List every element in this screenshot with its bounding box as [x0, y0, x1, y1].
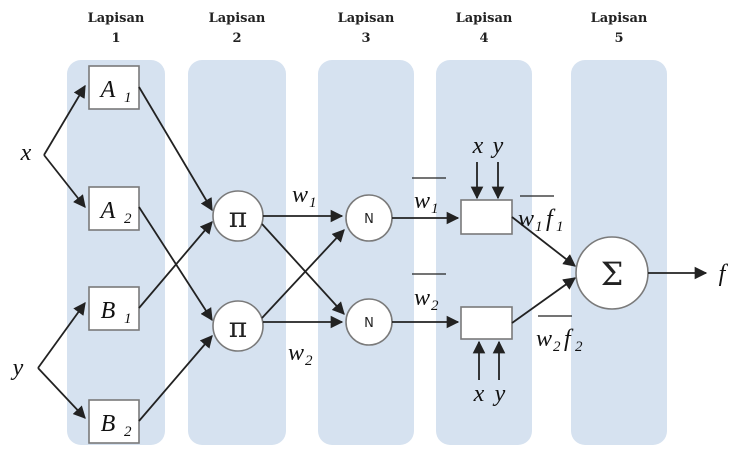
label-w2-sub: 2 [305, 353, 313, 369]
a2-to-pi2-line [138, 206, 213, 322]
y-to-b2-line [37, 367, 86, 419]
layer-1-title-word: Lapisan [88, 11, 145, 26]
node-b1-sub: 1 [124, 311, 132, 327]
node-b1: B 1 [88, 286, 140, 331]
label-wbar1: w 1 [412, 177, 446, 217]
label-xy-bottom-x: x [473, 381, 485, 407]
node-a2-sub: 2 [124, 211, 132, 227]
label-wf1-f: f [546, 206, 556, 232]
node-pi1-symbol: π [229, 201, 247, 234]
layer-3-title-word: Lapisan [338, 11, 395, 26]
label-wbar2-letter: w [414, 285, 430, 311]
pi1-to-n2-line [261, 223, 345, 315]
layer-4-title-word: Lapisan [456, 11, 513, 26]
b1-to-pi1-line [138, 221, 213, 309]
layer-4-title: Lapisan 4 [456, 11, 513, 46]
label-wf1-wsub: 1 [535, 219, 543, 235]
label-xy-top-y: y [491, 133, 504, 159]
label-wf2-f: f [564, 326, 574, 352]
node-n1: N [345, 194, 393, 242]
pi2-to-n1-line [261, 229, 345, 319]
label-wf2: w 2 f 2 [536, 315, 583, 355]
output-f-label: f [719, 261, 729, 287]
label-xy-bottom-y: y [493, 381, 506, 407]
layer-1-title: Lapisan 1 [88, 11, 145, 46]
label-w2-letter: w [288, 340, 304, 366]
label-w1: w 1 [292, 182, 317, 211]
label-wbar1-sub: 1 [431, 201, 439, 217]
layer-4-title-num: 4 [479, 31, 488, 46]
x-to-a1-line [43, 84, 86, 156]
layer-4-panel [436, 60, 532, 445]
layer-2-panel [188, 60, 286, 445]
label-wf1: w 1 f 1 [518, 195, 564, 235]
node-pi2-symbol: π [229, 311, 247, 344]
node-pi2: π [212, 300, 264, 352]
label-w1-letter: w [292, 182, 308, 208]
y-to-b1-line [37, 301, 86, 369]
label-xy-bottom: x y [473, 381, 506, 407]
node-n2: N [345, 298, 393, 346]
node-b2-sub: 2 [124, 424, 132, 440]
node-a1: A 1 [88, 65, 140, 110]
label-wf2-fsub: 2 [575, 339, 583, 355]
node-a2: A 2 [88, 186, 140, 231]
label-xy-top-x: x [472, 133, 484, 159]
layer4-bottom-to-sum-line [511, 277, 577, 324]
layer-5-title-num: 5 [614, 31, 623, 46]
label-wf2-wsub: 2 [553, 339, 561, 355]
a1-to-pi1-line [138, 86, 213, 212]
node-b2: B 2 [88, 399, 140, 444]
layer-3-title: Lapisan 3 [338, 11, 395, 46]
layer-5-title-word: Lapisan [591, 11, 648, 26]
node-a2-letter: A [99, 198, 116, 224]
node-layer4-bottom [460, 306, 513, 340]
node-a1-sub: 1 [124, 90, 132, 106]
node-sum: Σ [575, 236, 649, 310]
node-sum-symbol: Σ [601, 255, 624, 293]
node-b1-letter: B [101, 298, 116, 324]
label-wbar2: w 2 [412, 273, 446, 314]
node-n1-symbol: N [364, 212, 374, 227]
label-w2: w 2 [288, 340, 313, 369]
node-pi1: π [212, 190, 264, 242]
input-y-label: y [11, 355, 24, 381]
layer-2-title-word: Lapisan [209, 11, 266, 26]
label-wf1-fsub: 1 [556, 219, 564, 235]
layer-3-title-num: 3 [361, 31, 370, 46]
layer-2-title-num: 2 [232, 31, 241, 46]
label-wbar2-sub: 2 [431, 298, 439, 314]
node-n2-symbol: N [364, 316, 374, 331]
layer4-top-to-sum-line [511, 216, 576, 267]
node-b2-letter: B [101, 411, 116, 437]
layer-1-title-num: 1 [111, 31, 120, 46]
x-to-a2-line [43, 154, 86, 208]
label-w1-sub: 1 [309, 195, 317, 211]
layer-1-panel [67, 60, 165, 445]
label-wf1-w: w [518, 206, 534, 232]
layer-2-title: Lapisan 2 [209, 11, 266, 46]
label-wf2-w: w [536, 326, 552, 352]
label-wbar1-letter: w [414, 188, 430, 214]
b2-to-pi2-line [138, 335, 213, 422]
node-a1-letter: A [99, 77, 116, 103]
layer-5-title: Lapisan 5 [591, 11, 648, 46]
input-x-label: x [20, 140, 32, 166]
node-layer4-top [460, 199, 513, 235]
layer-3-panel [318, 60, 414, 445]
label-xy-top: x y [472, 133, 504, 159]
